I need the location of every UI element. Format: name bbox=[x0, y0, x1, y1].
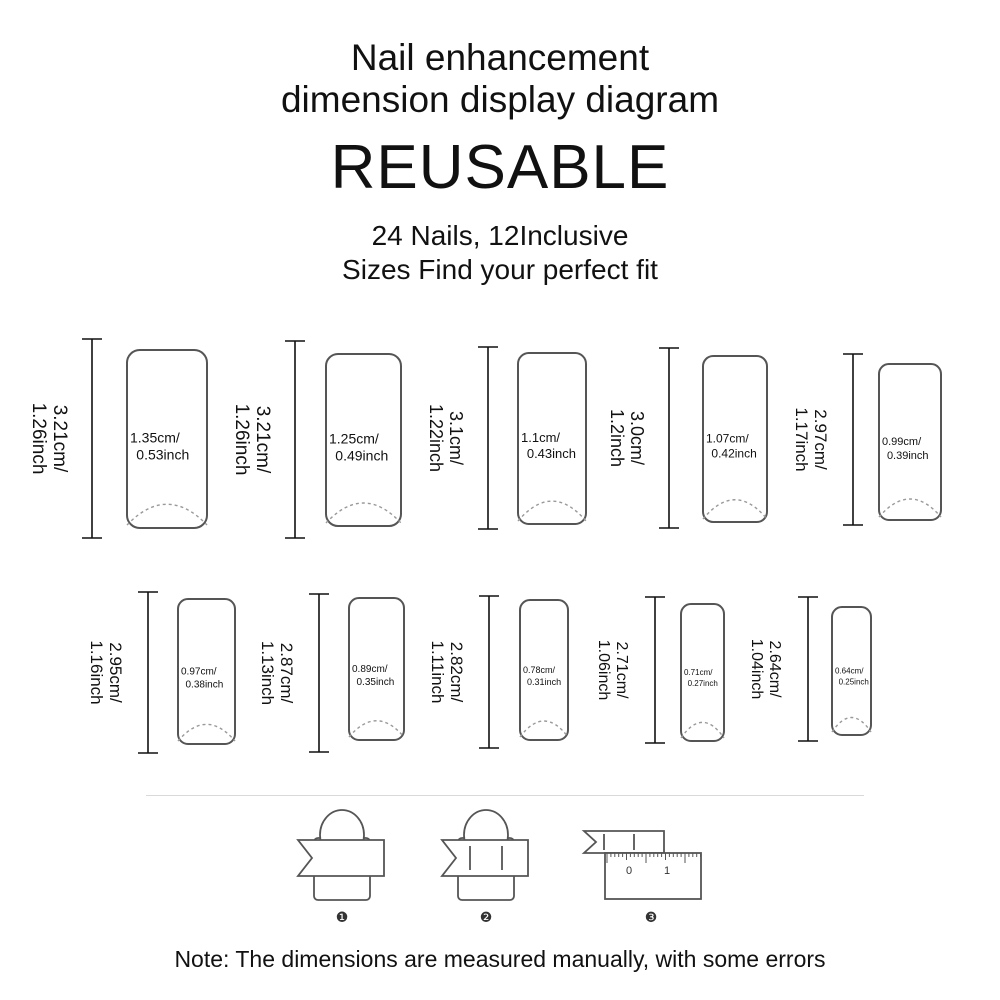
headline: REUSABLE bbox=[330, 133, 670, 202]
length-label: 3.1cm/1.22inch bbox=[426, 404, 466, 472]
length-inch: 1.26inch bbox=[28, 403, 49, 475]
width-label: 1.35cm/0.53inch bbox=[130, 430, 189, 463]
width-cm: 1.07cm/ bbox=[706, 431, 749, 445]
nail-10: 2.64cm/1.04inch 0.64cm/0.25inch bbox=[748, 596, 872, 742]
width-inch: 0.25inch bbox=[839, 678, 869, 687]
cuticle-dash bbox=[680, 721, 725, 739]
length-cm: 3.0cm/ bbox=[627, 411, 647, 465]
nail-outline bbox=[702, 355, 768, 523]
length-label: 2.64cm/1.04inch bbox=[748, 639, 783, 700]
length-inch: 1.26inch bbox=[231, 404, 252, 476]
width-label: 1.07cm/0.42inch bbox=[706, 431, 757, 460]
nail-outline bbox=[325, 353, 402, 527]
divider bbox=[146, 795, 864, 796]
width-inch: 0.35inch bbox=[357, 677, 395, 688]
cuticle-dash bbox=[519, 720, 569, 738]
length-inch: 1.22inch bbox=[426, 404, 446, 472]
nail-6: 2.95cm/1.16inch 0.97cm/0.38inch bbox=[87, 591, 236, 754]
width-cm: 0.97cm/ bbox=[181, 666, 217, 677]
cuticle-dash bbox=[702, 499, 768, 520]
length-label: 3.0cm/1.2inch bbox=[607, 409, 647, 467]
width-inch: 0.39inch bbox=[887, 450, 929, 462]
nail-outline bbox=[126, 349, 208, 529]
length-cm: 3.1cm/ bbox=[446, 411, 466, 465]
width-cm: 1.35cm/ bbox=[130, 430, 180, 446]
width-cm: 0.71cm/ bbox=[684, 668, 713, 677]
nail-5: 2.97cm/1.17inch 0.99cm/0.39inch bbox=[792, 353, 942, 526]
width-cm: 0.64cm/ bbox=[835, 667, 864, 676]
nail-outline bbox=[519, 599, 569, 741]
length-cm: 3.21cm/ bbox=[49, 405, 70, 473]
width-inch: 0.53inch bbox=[136, 447, 189, 463]
width-inch: 0.49inch bbox=[335, 447, 388, 463]
nail-2: 3.21cm/1.26inch 1.25cm/0.49inch bbox=[231, 340, 402, 539]
length-label: 3.21cm/1.26inch bbox=[231, 404, 273, 476]
width-inch: 0.38inch bbox=[186, 679, 224, 690]
width-label: 0.78cm/0.31inch bbox=[523, 665, 561, 687]
width-label: 1.25cm/0.49inch bbox=[329, 430, 388, 463]
width-label: 0.64cm/0.25inch bbox=[835, 667, 869, 687]
width-cm: 0.78cm/ bbox=[523, 665, 556, 675]
width-label: 0.89cm/0.35inch bbox=[352, 664, 394, 688]
subtitle-line-2: Sizes Find your perfect fit bbox=[342, 254, 658, 285]
width-label: 0.71cm/0.27inch bbox=[684, 668, 718, 688]
length-cm: 3.21cm/ bbox=[252, 406, 273, 474]
subtitle-line-1: 24 Nails, 12Inclusive bbox=[371, 220, 629, 251]
length-cm: 2.82cm/ bbox=[447, 642, 466, 703]
nail-outline bbox=[517, 352, 587, 525]
nail-outline bbox=[348, 597, 405, 741]
length-cm: 2.95cm/ bbox=[106, 642, 125, 703]
length-cm: 2.97cm/ bbox=[811, 409, 830, 470]
nail-4: 3.0cm/1.2inch 1.07cm/0.42inch bbox=[607, 347, 768, 529]
length-inch: 1.06inch bbox=[595, 640, 612, 701]
length-cm: 2.71cm/ bbox=[613, 642, 630, 699]
width-inch: 0.43inch bbox=[527, 446, 576, 461]
length-label: 2.87cm/1.13inch bbox=[258, 641, 296, 705]
width-label: 1.1cm/0.43inch bbox=[521, 430, 576, 461]
width-inch: 0.31inch bbox=[527, 677, 561, 687]
length-inch: 1.13inch bbox=[258, 641, 277, 705]
length-label: 3.21cm/1.26inch bbox=[28, 403, 70, 475]
width-cm: 0.99cm/ bbox=[882, 436, 922, 448]
title-line-2: dimension display diagram bbox=[280, 79, 720, 120]
width-label: 0.99cm/0.39inch bbox=[882, 436, 929, 462]
width-inch: 0.27inch bbox=[688, 679, 718, 688]
nail-outline bbox=[878, 363, 942, 521]
nail-3: 3.1cm/1.22inch 1.1cm/0.43inch bbox=[426, 346, 587, 530]
length-inch: 1.2inch bbox=[607, 409, 627, 467]
nail-8: 2.82cm/1.11inch 0.78cm/0.31inch bbox=[428, 595, 569, 749]
nail-outline bbox=[177, 598, 236, 745]
length-label: 2.82cm/1.11inch bbox=[428, 640, 466, 703]
length-cm: 2.87cm/ bbox=[277, 643, 296, 704]
cuticle-dash bbox=[878, 498, 942, 518]
nail-9: 2.71cm/1.06inch 0.71cm/0.27inch bbox=[595, 596, 725, 744]
nail-1: 3.21cm/1.26inch 1.35cm/0.53inch bbox=[28, 338, 208, 539]
nail-7: 2.87cm/1.13inch 0.89cm/0.35inch bbox=[258, 593, 405, 753]
length-cm: 2.64cm/ bbox=[766, 641, 783, 698]
cuticle-dash bbox=[177, 723, 236, 742]
length-inch: 1.17inch bbox=[792, 407, 811, 471]
length-label: 2.95cm/1.16inch bbox=[87, 640, 125, 704]
nail-outline bbox=[831, 606, 872, 736]
width-inch: 0.42inch bbox=[711, 446, 756, 460]
cuticle-dash bbox=[325, 502, 402, 524]
cuticle-dash bbox=[831, 716, 872, 733]
length-inch: 1.16inch bbox=[87, 640, 106, 704]
length-inch: 1.11inch bbox=[428, 640, 447, 703]
title-line-1: Nail enhancement bbox=[350, 37, 650, 78]
width-cm: 1.25cm/ bbox=[329, 430, 379, 446]
nail-outline bbox=[680, 603, 725, 742]
length-inch: 1.04inch bbox=[748, 639, 765, 700]
length-label: 2.71cm/1.06inch bbox=[595, 640, 630, 701]
cuticle-dash bbox=[348, 720, 405, 738]
note: Note: The dimensions are measured manual… bbox=[174, 946, 826, 972]
width-cm: 1.1cm/ bbox=[521, 430, 560, 445]
length-label: 2.97cm/1.17inch bbox=[792, 407, 830, 471]
width-cm: 0.89cm/ bbox=[352, 664, 388, 675]
width-label: 0.97cm/0.38inch bbox=[181, 666, 223, 690]
